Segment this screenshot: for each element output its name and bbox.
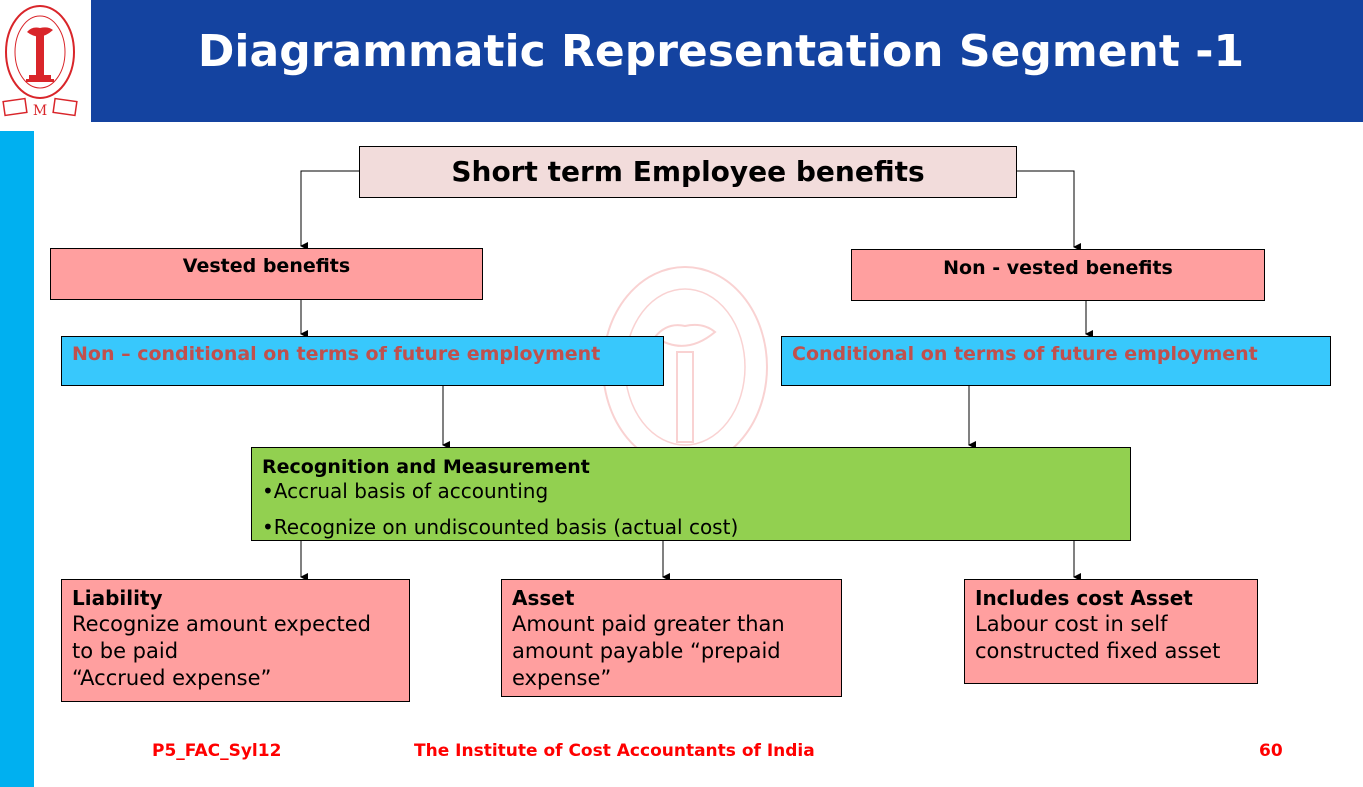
liability-heading: Liability (72, 586, 163, 610)
node-asset: Asset Amount paid greater than amount pa… (501, 579, 842, 697)
asset-line: expense” (512, 666, 612, 690)
root-node-short-term-benefits: Short term Employee benefits (359, 146, 1017, 198)
liability-line: “Accrued expense” (72, 666, 272, 690)
slide-title: Diagrammatic Representation Segment -1 (197, 26, 1245, 77)
includes-cost-line: constructed fixed asset (975, 639, 1221, 663)
recognition-bullet: •Recognize on undiscounted basis (actual… (262, 515, 739, 539)
connector-root-to-vested (300, 170, 359, 250)
asset-line: amount payable “prepaid (512, 639, 781, 663)
header-bar (91, 0, 1363, 122)
recognition-bullet: •Accrual basis of accounting (262, 479, 549, 503)
svg-text:M: M (33, 103, 47, 119)
footer-page-number: 60 (1259, 741, 1283, 761)
includes-cost-heading: Includes cost Asset (975, 586, 1193, 610)
side-accent-bar (0, 131, 34, 787)
liability-line: Recognize amount expected (72, 612, 372, 636)
liability-line: to be paid (72, 639, 179, 663)
institute-seal-icon: M (2, 5, 78, 119)
node-liability: Liability Recognize amount expected to b… (61, 579, 410, 702)
includes-cost-line: Labour cost in self (975, 612, 1168, 636)
node-recognition-measurement: Recognition and Measurement •Accrual bas… (251, 447, 1131, 541)
node-conditional: Conditional on terms of future employmen… (781, 336, 1331, 386)
footer-institute-name: The Institute of Cost Accountants of Ind… (414, 741, 815, 761)
connector-root-to-nonvested (1017, 170, 1081, 251)
footer-course-code: P5_FAC_Syl12 (152, 741, 282, 761)
node-non-conditional: Non – conditional on terms of future emp… (61, 336, 664, 386)
node-vested-benefits: Vested benefits (50, 248, 483, 300)
recognition-heading: Recognition and Measurement (262, 456, 590, 478)
asset-heading: Asset (512, 586, 575, 610)
asset-line: Amount paid greater than (512, 612, 785, 636)
node-includes-cost-asset: Includes cost Asset Labour cost in self … (964, 579, 1258, 684)
node-non-vested-benefits: Non - vested benefits (851, 249, 1265, 301)
